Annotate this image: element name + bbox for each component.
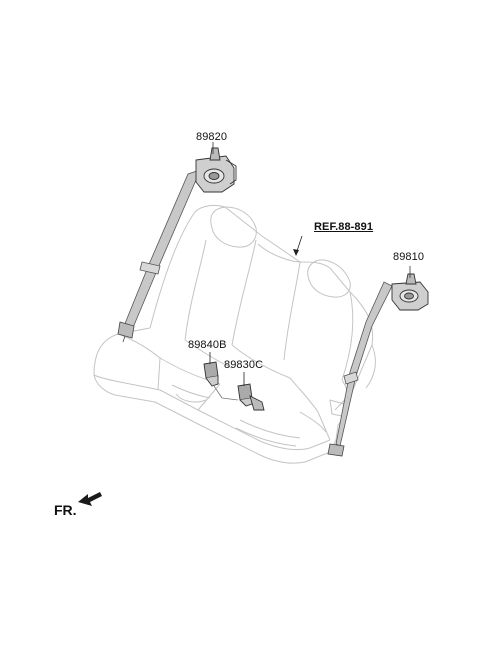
ref-arrow-tip bbox=[293, 249, 299, 256]
front-direction-label: FR. bbox=[54, 502, 77, 518]
rear-seat bbox=[93, 204, 376, 464]
callout-ref-88-891: REF.88-891 bbox=[314, 221, 374, 233]
right-belt-guide bbox=[343, 371, 359, 385]
left-retractor bbox=[195, 147, 237, 193]
right-retractor bbox=[391, 273, 429, 311]
callout-89840b: 89840B bbox=[188, 339, 227, 351]
front-direction-arrow bbox=[78, 492, 102, 506]
right-belt-assembly bbox=[327, 266, 429, 457]
callout-89820: 89820 bbox=[196, 131, 228, 143]
left-belt-guide bbox=[139, 261, 161, 275]
left-belt-webbing bbox=[123, 169, 201, 331]
callout-89810: 89810 bbox=[393, 251, 425, 263]
callout-89830c: 89830C bbox=[224, 359, 264, 371]
left-belt-assembly bbox=[117, 142, 237, 343]
buckle-89840b bbox=[203, 361, 223, 399]
buckle-89830c bbox=[221, 383, 265, 411]
left-belt-tongue bbox=[117, 321, 135, 339]
right-belt-webbing bbox=[335, 281, 393, 447]
